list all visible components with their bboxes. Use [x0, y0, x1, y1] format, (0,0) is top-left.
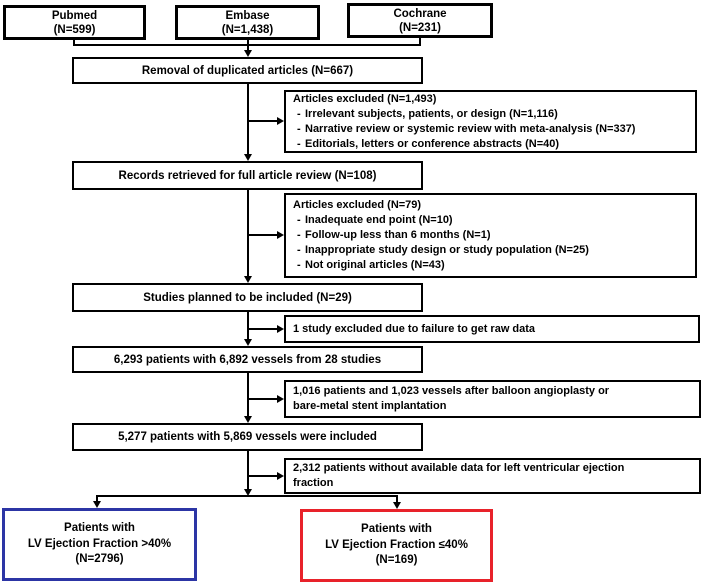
- outcome-line: LV Ejection Fraction ≤40%: [325, 538, 468, 551]
- flow-line-spine-4: [247, 373, 249, 416]
- exclusion-item: - Follow-up less than 6 months (N=1): [286, 228, 695, 243]
- process-box-patients-28-studies: 6,293 patients with 6,892 vessels from 2…: [72, 346, 423, 373]
- exclusion-box-raw-data: 1 study excluded due to failure to get r…: [284, 315, 700, 343]
- flow-line-spine-5: [247, 451, 249, 489]
- outcome-line: LV Ejection Fraction >40%: [27, 537, 172, 550]
- source-count: (N=1,438): [221, 23, 274, 36]
- source-name: Pubmed: [51, 9, 98, 22]
- box-label: 5,277 patients with 5,869 vessels were i…: [118, 431, 377, 443]
- exclusion-item: - Not original articles (N=43): [286, 258, 695, 273]
- source-box-pubmed: Pubmed (N=599): [3, 5, 146, 40]
- box-label: Records retrieved for full article revie…: [118, 169, 377, 182]
- exclusion-box-articles-79: Articles excluded (N=79) - Inadequate en…: [284, 193, 697, 278]
- exclusion-text: 1,016 patients and 1,023 vessels after b…: [293, 385, 610, 397]
- split-horizontal-line: [96, 495, 398, 497]
- arrowhead-to-28-studies-box: [244, 339, 252, 346]
- outcome-box-lvef-gt40: Patients with LV Ejection Fraction >40% …: [2, 508, 197, 581]
- process-box-patients-included: 5,277 patients with 5,869 vessels were i…: [72, 423, 423, 451]
- arrowhead-to-exclusion-2: [277, 231, 284, 239]
- branch-line-exclusion-3: [249, 328, 277, 330]
- source-count: (N=599): [53, 23, 96, 36]
- outcome-line: Patients with: [64, 522, 135, 535]
- arrowhead-to-exclusion-3: [277, 325, 284, 333]
- branch-line-exclusion-4: [249, 398, 277, 400]
- branch-line-exclusion-1: [249, 120, 277, 122]
- exclusion-title: Articles excluded (N=1,493): [293, 92, 437, 105]
- connector-embase-drop: [247, 40, 249, 52]
- process-box-full-review: Records retrieved for full article revie…: [72, 161, 423, 190]
- arrowhead-to-lvef-le40: [393, 502, 401, 509]
- bullet-dash: -: [297, 107, 301, 120]
- split-right-drop: [396, 495, 398, 503]
- bullet-dash: -: [297, 259, 301, 271]
- arrowhead-to-included-box: [244, 416, 252, 423]
- bullet-dash: -: [297, 214, 301, 226]
- exclusion-item-text: Editorials, letters or conference abstra…: [305, 137, 560, 150]
- exclusion-item: - Editorials, letters or conference abst…: [286, 137, 695, 152]
- split-left-drop: [96, 495, 98, 502]
- box-label: Removal of duplicated articles (N=667): [141, 64, 354, 77]
- bullet-dash: -: [297, 244, 301, 256]
- exclusion-text: 1 study excluded due to failure to get r…: [293, 322, 536, 335]
- outcome-box-lvef-le40: Patients with LV Ejection Fraction ≤40% …: [300, 509, 493, 582]
- exclusion-text: fraction: [293, 477, 334, 489]
- connector-pubmed-drop: [73, 40, 75, 46]
- branch-line-exclusion-2: [249, 234, 277, 236]
- box-label: Studies planned to be included (N=29): [143, 291, 352, 304]
- box-label: 6,293 patients with 6,892 vessels from 2…: [113, 353, 382, 366]
- exclusion-box-articles-1493: Articles excluded (N=1,493) - Irrelevant…: [284, 90, 697, 153]
- source-name: Cochrane: [393, 7, 447, 20]
- arrowhead-to-exclusion-4: [277, 395, 284, 403]
- arrowhead-to-exclusion-5: [277, 472, 284, 480]
- source-name: Embase: [225, 9, 270, 22]
- exclusion-text: bare-metal stent implantation: [293, 400, 447, 412]
- exclusion-item: - Irrelevant subjects, patients, or desi…: [286, 107, 695, 122]
- exclusion-item-text: Irrelevant subjects, patients, or design…: [305, 107, 558, 120]
- exclusion-title: Articles excluded (N=79): [293, 199, 422, 211]
- connector-cochrane-drop: [419, 38, 421, 46]
- arrowhead-to-lvef-gt40: [93, 501, 101, 508]
- branch-line-exclusion-5: [249, 475, 277, 477]
- exclusion-box-no-lvef-data: 2,312 patients without available data fo…: [284, 458, 701, 494]
- process-box-studies-included: Studies planned to be included (N=29): [72, 283, 423, 312]
- flow-line-spine-2: [247, 190, 249, 276]
- bullet-dash: -: [297, 137, 301, 150]
- arrowhead-to-split: [244, 489, 252, 496]
- bullet-dash: -: [297, 229, 301, 241]
- exclusion-item-text: Follow-up less than 6 months (N=1): [305, 229, 491, 241]
- exclusion-item: - Narrative review or systemic review wi…: [286, 122, 695, 137]
- arrowhead-to-full-review-box: [244, 154, 252, 161]
- process-box-duplicates-removed: Removal of duplicated articles (N=667): [72, 57, 423, 84]
- exclusion-item: - Inadequate end point (N=10): [286, 213, 695, 228]
- exclusion-item-text: Inappropriate study design or study popu…: [305, 244, 589, 256]
- source-count: (N=231): [399, 21, 441, 34]
- flow-line-spine-1: [247, 84, 249, 154]
- exclusion-item-text: Not original articles (N=43): [305, 259, 445, 271]
- exclusion-box-bms-angioplasty: 1,016 patients and 1,023 vessels after b…: [284, 380, 701, 418]
- outcome-line: Patients with: [361, 523, 432, 536]
- arrowhead-to-duplicates-box: [244, 50, 252, 57]
- exclusion-item-text: Inadequate end point (N=10): [305, 214, 453, 226]
- bullet-dash: -: [297, 122, 301, 135]
- source-box-embase: Embase (N=1,438): [175, 5, 320, 40]
- exclusion-item-text: Narrative review or systemic review with…: [305, 122, 636, 135]
- arrowhead-to-studies-box: [244, 276, 252, 283]
- flow-line-spine-3: [247, 312, 249, 339]
- exclusion-item: - Inappropriate study design or study po…: [286, 243, 695, 258]
- arrowhead-to-exclusion-1: [277, 117, 284, 125]
- source-box-cochrane: Cochrane (N=231): [347, 3, 493, 38]
- outcome-line: (N=2796): [75, 553, 124, 566]
- exclusion-text: 2,312 patients without available data fo…: [293, 462, 625, 474]
- outcome-line: (N=169): [375, 554, 418, 567]
